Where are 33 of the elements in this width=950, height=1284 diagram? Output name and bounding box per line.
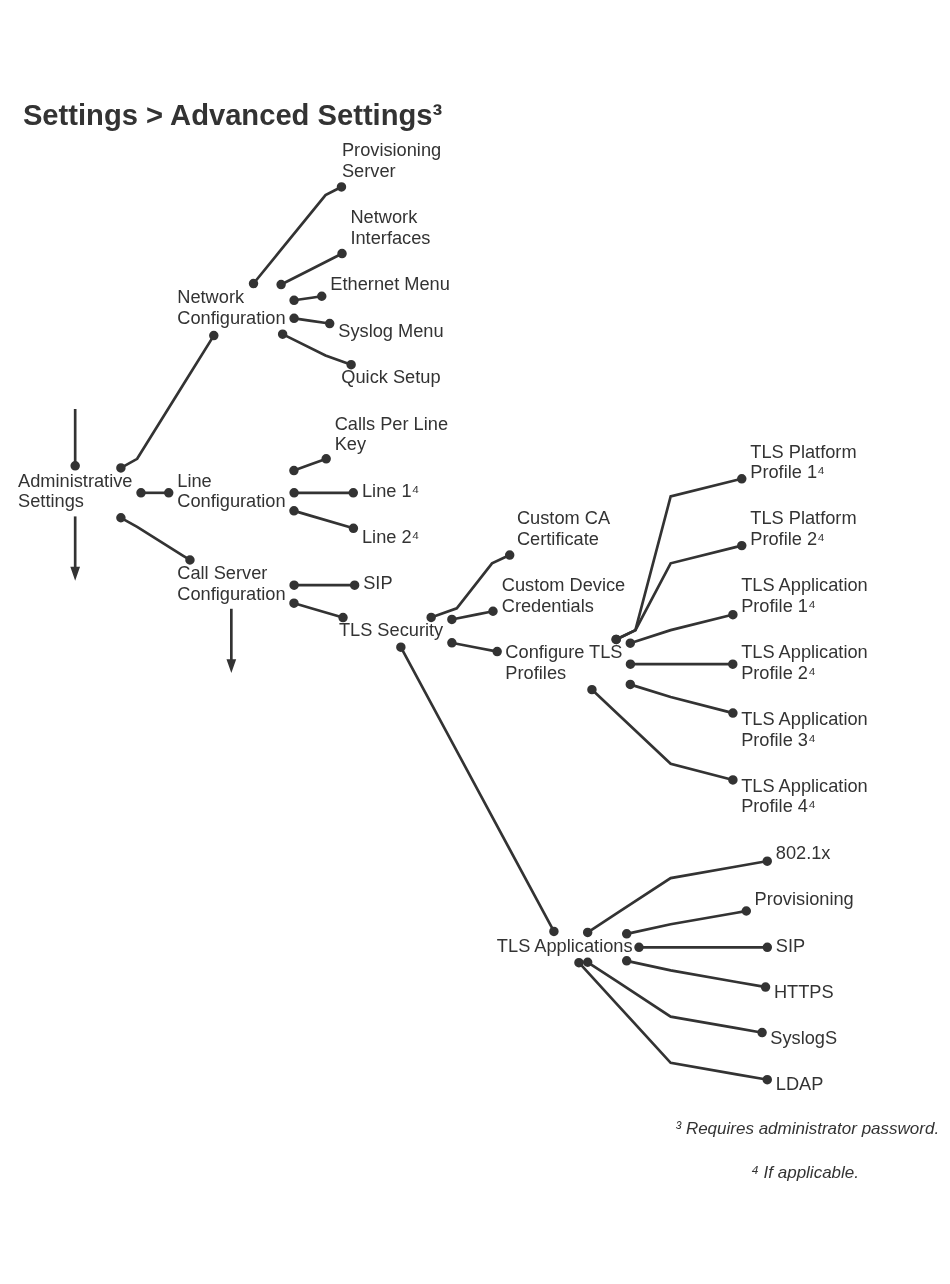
node-text: Line 2⁴ xyxy=(361,527,420,548)
node-text: Calls Per Line Key xyxy=(334,413,449,455)
node-text: TLS Applications xyxy=(496,935,633,956)
node-text: Network Interfaces xyxy=(350,207,431,248)
node-text: Provisioning Server xyxy=(341,140,442,181)
node-text: Custom Device Credentials xyxy=(501,575,626,616)
node-text: Ethernet Menu xyxy=(330,274,450,295)
node-text: TLS Application Profile 2⁴ xyxy=(741,642,868,683)
node-text: Line 1⁴ xyxy=(361,481,420,502)
diagram-title: Settings > Advanced Settings³ xyxy=(22,98,443,131)
node-text: TLS Platform Profile 1⁴ xyxy=(750,441,857,483)
node-text: Line Configuration xyxy=(177,470,286,512)
node-text: TLS Application Profile 3⁴ xyxy=(741,708,868,750)
node-text: SIP xyxy=(363,573,393,594)
node-text: HTTPS xyxy=(773,981,834,1002)
node-text: Network Configuration xyxy=(177,287,286,328)
node-text: SIP xyxy=(775,935,806,956)
node-text: TLS Application Profile 1⁴ xyxy=(741,575,868,616)
node-text: TLS Platform Profile 2⁴ xyxy=(750,508,857,550)
node-text: Custom CA Certificate xyxy=(516,508,611,550)
node-text: LDAP xyxy=(775,1074,824,1095)
node-text: SyslogS xyxy=(770,1027,838,1048)
node-text: TLS Security xyxy=(338,619,444,640)
node-text: Syslog Menu xyxy=(338,320,444,341)
label: ⁴ If applicable. xyxy=(751,1162,860,1182)
node-text: Administrative Settings xyxy=(18,470,133,512)
node-text: 802.1x xyxy=(775,843,831,864)
node-text: TLS Application Profile 4⁴ xyxy=(741,775,868,817)
node-text: Quick Setup xyxy=(341,366,441,387)
node-text: Configure TLS Profiles xyxy=(505,642,623,683)
label: ³ Requires administrator password. xyxy=(675,1119,940,1139)
node-text: Call Server Configuration xyxy=(177,563,286,604)
node-text: Provisioning xyxy=(754,889,854,910)
